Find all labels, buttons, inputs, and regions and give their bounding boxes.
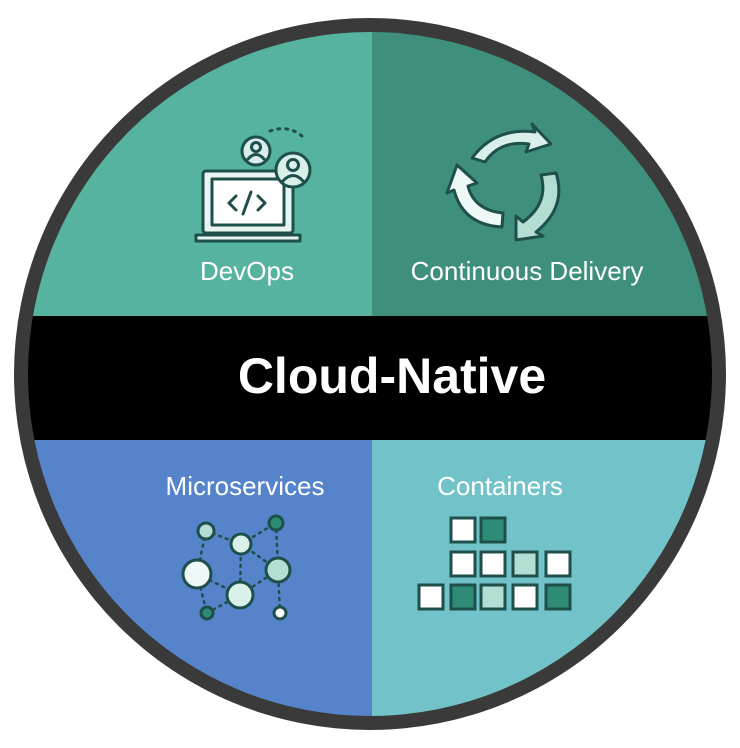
laptop-code-people-icon <box>194 127 312 243</box>
quadrant-devops <box>28 32 372 316</box>
devops-label: DevOps <box>200 256 294 286</box>
center-band <box>28 316 712 440</box>
node-network-icon <box>181 514 292 621</box>
center-title: Cloud-Native <box>238 348 546 404</box>
containers-label: Containers <box>437 471 563 501</box>
microservices-label: Microservices <box>166 471 325 501</box>
cycle-arrows-icon <box>445 122 561 242</box>
stacked-blocks-icon <box>417 516 572 611</box>
continuous-delivery-label: Continuous Delivery <box>411 256 644 286</box>
